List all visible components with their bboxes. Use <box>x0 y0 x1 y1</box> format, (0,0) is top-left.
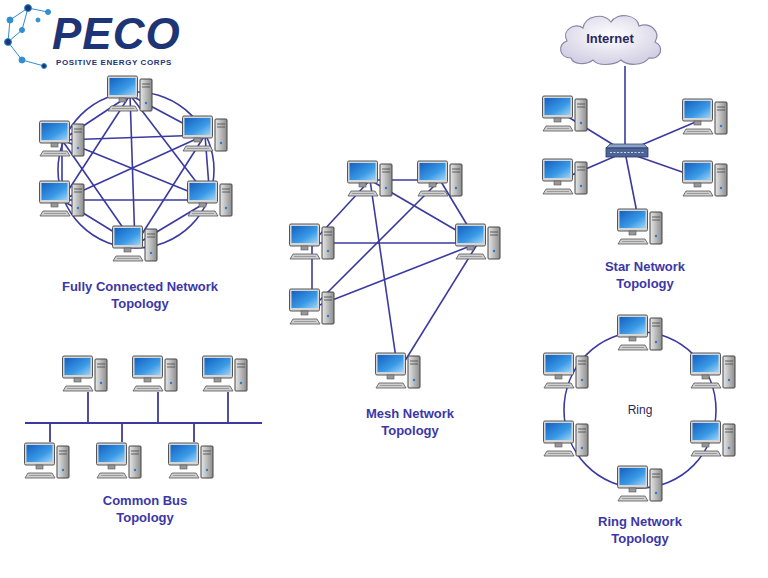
mesh-links <box>312 180 478 372</box>
computer-icon <box>290 289 335 324</box>
ring-label: Ring <box>610 403 670 418</box>
topology-caption: Mesh Network Topology <box>354 405 466 439</box>
computer-group <box>25 356 248 478</box>
star-links <box>565 66 705 228</box>
bus-drop <box>157 392 159 423</box>
topology-caption: Common Bus Topology <box>95 492 195 526</box>
computer-icon <box>169 443 214 478</box>
computer-icon <box>183 116 228 151</box>
computer-icon <box>97 443 142 478</box>
computer-group <box>290 161 501 388</box>
bus-drop <box>227 392 229 423</box>
topology-caption: Ring Network Topology <box>584 513 696 547</box>
network-link <box>312 243 478 308</box>
bus-links <box>25 392 262 442</box>
switch-icon <box>606 144 648 157</box>
logo-dot <box>46 10 51 15</box>
computer-icon <box>456 224 501 259</box>
computer-icon <box>63 356 108 391</box>
logo-mark <box>5 5 51 69</box>
logo-dot <box>25 5 32 12</box>
computer-icon <box>618 466 663 501</box>
computer-icon <box>290 224 335 259</box>
computer-icon <box>40 121 85 156</box>
computer-icon <box>113 226 158 261</box>
bus-backbone <box>25 422 262 424</box>
cloud-outline <box>561 16 661 65</box>
network-link <box>398 243 478 372</box>
bus-drop <box>121 423 123 442</box>
computer-icon <box>691 353 736 388</box>
computer-icon <box>25 443 70 478</box>
logo-dot <box>5 39 12 46</box>
computer-icon <box>618 209 663 244</box>
logo-wordmark: PECO <box>52 10 252 58</box>
logo-dot <box>19 57 25 63</box>
node-label: Internet <box>586 31 634 46</box>
logo-tagline: POSITIVE ENERGY CORPS <box>56 58 256 68</box>
bus-drop <box>87 392 89 423</box>
computer-icon <box>376 353 421 388</box>
logo-dot <box>36 18 40 22</box>
computer-icon <box>683 99 728 134</box>
bus-drop <box>49 423 51 442</box>
computer-icon <box>543 96 588 131</box>
computer-icon <box>544 353 589 388</box>
computer-icon <box>618 315 663 350</box>
logo-dot <box>7 17 13 23</box>
switch-body <box>606 148 648 157</box>
computer-icon <box>543 159 588 194</box>
computer-icon <box>133 356 178 391</box>
computer-icon <box>40 181 85 216</box>
computer-group <box>40 76 233 261</box>
switch-top <box>606 144 648 148</box>
topology-caption: Fully Connected Network Topology <box>45 278 235 312</box>
computer-icon <box>108 76 153 111</box>
computer-icon <box>348 161 393 196</box>
logo-dot <box>20 28 25 33</box>
computer-icon <box>203 356 248 391</box>
network-link <box>312 242 478 244</box>
computer-group <box>544 315 736 501</box>
full-mesh-links <box>58 92 214 248</box>
logo-dot <box>42 64 47 69</box>
computer-icon <box>544 421 589 456</box>
switch-ports <box>610 152 644 153</box>
uplink-line <box>624 66 626 152</box>
computer-icon <box>188 181 233 216</box>
computer-group <box>543 96 728 244</box>
network-link <box>312 180 370 243</box>
topology-caption: Star Network Topology <box>589 258 701 292</box>
ring-link <box>58 92 214 248</box>
computer-icon <box>418 161 463 196</box>
computer-icon <box>683 161 728 196</box>
bus-drop <box>193 423 195 442</box>
cloud-node: Internet <box>553 8 667 68</box>
computer-icon <box>691 421 736 456</box>
